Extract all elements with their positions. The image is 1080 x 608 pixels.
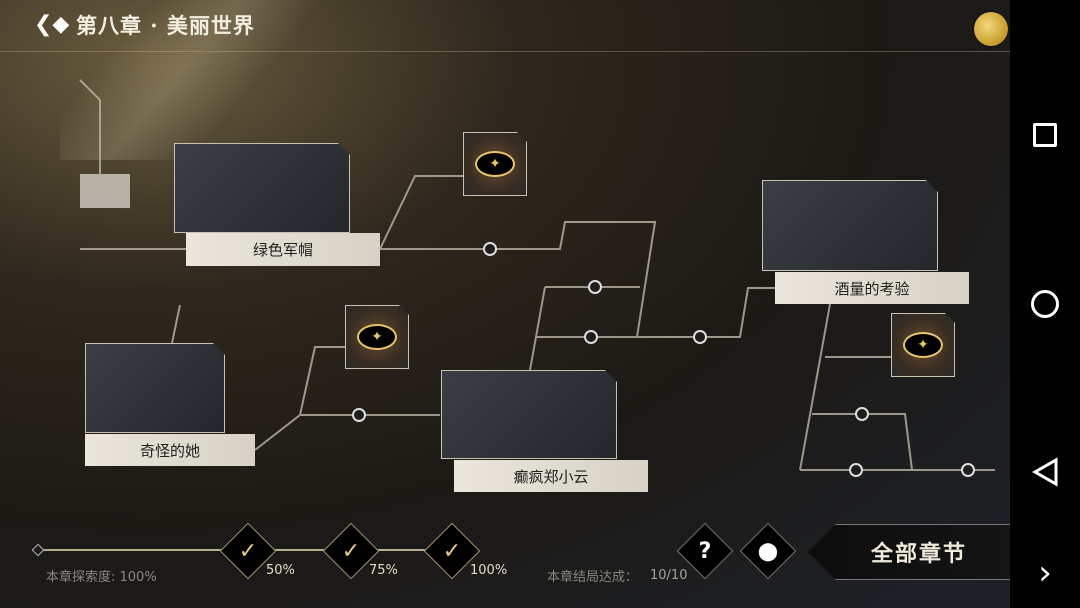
scene-thumbnail-strange-her[interactable] <box>85 343 225 433</box>
check-icon: ✓ <box>442 538 462 564</box>
scene-thumbnail-zheng-xiaoyun[interactable] <box>441 370 617 459</box>
graph-node <box>855 407 869 421</box>
game-screen: ❮◆ 第八章 · 美丽世界 绿色军帽 奇怪的她 癫疯郑小云 酒量的考验 ✦ ✦ … <box>0 0 1010 608</box>
story-node-green-cap[interactable]: 绿色军帽 <box>186 233 380 266</box>
milestone-label: 75% <box>369 563 398 578</box>
page-title: 第八章 · 美丽世界 <box>76 13 255 38</box>
chevron-right-icon[interactable]: › <box>1038 553 1052 593</box>
ending-label: 本章结局达成： <box>547 570 639 585</box>
ending-value: 10/10 <box>650 568 688 583</box>
map-pin-icon: ⬤ <box>757 540 779 562</box>
graph-node <box>588 280 602 294</box>
android-nav-bar: › <box>1010 0 1080 608</box>
milestone-label: 100% <box>470 563 508 578</box>
check-icon: ✓ <box>341 538 361 564</box>
graph-node <box>584 330 598 344</box>
home-circle-icon[interactable] <box>1030 289 1060 319</box>
milestone-label: 50% <box>266 563 295 578</box>
all-chapters-button[interactable]: 全部章节 <box>808 524 1010 580</box>
story-node-zheng-xiaoyun[interactable]: 癫疯郑小云 <box>454 460 648 492</box>
scene-thumbnail-green-cap[interactable] <box>174 143 350 233</box>
emblem-badge-icon[interactable]: ✦ <box>463 132 527 196</box>
question-icon: ? <box>698 538 712 564</box>
recents-square-icon[interactable] <box>1030 120 1060 150</box>
check-icon: ✓ <box>238 538 258 564</box>
story-node-strange-her[interactable]: 奇怪的她 <box>85 434 255 466</box>
exploration-label: 本章探索度: 100% <box>46 570 157 585</box>
graph-node <box>483 242 497 256</box>
graph-node <box>961 463 975 477</box>
graph-node <box>693 330 707 344</box>
graph-node <box>352 408 366 422</box>
gold-coin-icon[interactable] <box>974 12 1008 46</box>
back-diamond-icon[interactable]: ❮◆ <box>34 12 70 37</box>
back-triangle-icon[interactable] <box>1030 457 1060 487</box>
story-graph-lines <box>79 79 995 477</box>
graph-node <box>849 463 863 477</box>
emblem-badge-icon[interactable]: ✦ <box>345 305 409 369</box>
emblem-badge-icon[interactable]: ✦ <box>891 313 955 377</box>
scene-thumbnail-drinking-test[interactable] <box>762 180 938 271</box>
offscreen-node <box>80 174 130 208</box>
story-node-drinking-test[interactable]: 酒量的考验 <box>775 272 969 304</box>
exploration-progress-bar <box>31 543 230 557</box>
header: ❮◆ 第八章 · 美丽世界 <box>0 0 1010 52</box>
